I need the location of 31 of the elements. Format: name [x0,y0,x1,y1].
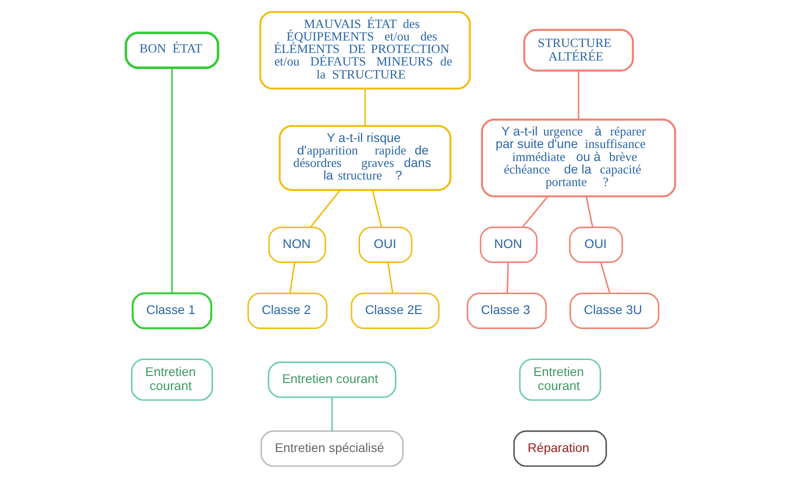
connector [577,70,579,120]
node-box: BON ÉTAT [124,32,219,69]
connector [585,196,593,228]
node-box: OUI [358,226,412,264]
node-box: NON [479,226,538,264]
node-box: Classe 2 [246,292,327,329]
node-box: STRUCTURE ALTÉRÉE [522,28,634,72]
node-box: Entretien spécialisé [260,430,404,467]
connector [310,190,340,228]
node-box: Entretien courant [518,358,601,401]
node-box: Entretien courant [130,358,212,401]
node-box: Classe 1 [131,292,212,330]
node-box: Y a-t-il urgence à réparer par suite d'une insuffisance immédiate ou à brève échéance de la capacité portante ? [480,118,676,198]
node-box: MAUVAIS ÉTAT des ÉQUIPEMENTS et/ou des ÉLÉMENTS DE PROTECTION et/ou DÉFAUTS MINEURS de la STRUCTURE [258,10,470,90]
connector [170,68,172,294]
node-box: OUI [568,226,622,264]
node-box: Réparation [512,430,606,467]
connector [288,262,295,294]
node-box: Entretien courant [267,362,396,398]
connector [386,262,393,294]
node-box: Classe 3 [466,292,546,329]
node-box: Classe 3U [569,292,659,329]
node-box: Classe 2E [350,292,440,329]
connector [522,196,548,228]
connector [506,262,508,293]
connector [364,88,366,126]
connector [371,190,382,228]
node-box: Y a-t-il risque d'apparition rapide de désordres graves dans la structure ? [278,124,451,191]
connector [330,397,332,431]
connector [600,262,610,294]
node-box: NON [268,226,326,264]
